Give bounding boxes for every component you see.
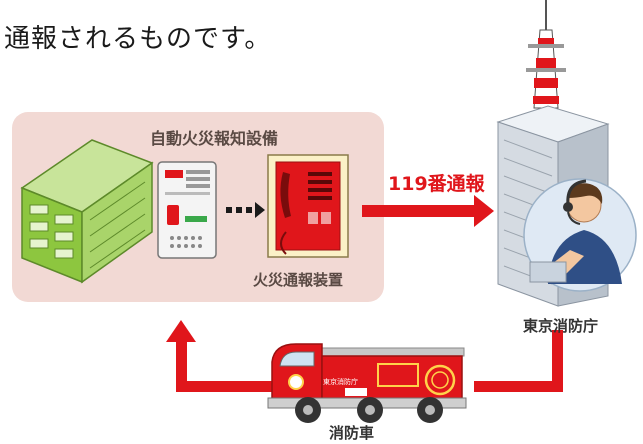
call-119-label: 119番通報 bbox=[388, 173, 485, 195]
operator-icon bbox=[523, 178, 637, 292]
dispatch-arrow bbox=[166, 320, 563, 392]
fire-alarm-system-label: 自動火災報知設備 bbox=[150, 129, 279, 148]
fire-alarm-device-icon bbox=[267, 154, 349, 258]
fire-alarm-device-label: 火災通報装置 bbox=[253, 271, 344, 289]
fire-alarm-panel-icon bbox=[157, 161, 217, 259]
fire-truck-icon: 東京消防庁 bbox=[267, 343, 467, 423]
truck-side-label: 東京消防庁 bbox=[323, 377, 358, 386]
heading-text: 通報されるものです。 bbox=[4, 24, 272, 54]
fire-truck-label: 消防車 bbox=[329, 424, 375, 442]
radio-tower-icon bbox=[526, 0, 566, 109]
dotted-arrow-icon bbox=[226, 202, 265, 218]
building-icon bbox=[20, 139, 154, 284]
fire-department-label: 東京消防庁 bbox=[523, 317, 599, 335]
call-arrow bbox=[362, 195, 494, 227]
